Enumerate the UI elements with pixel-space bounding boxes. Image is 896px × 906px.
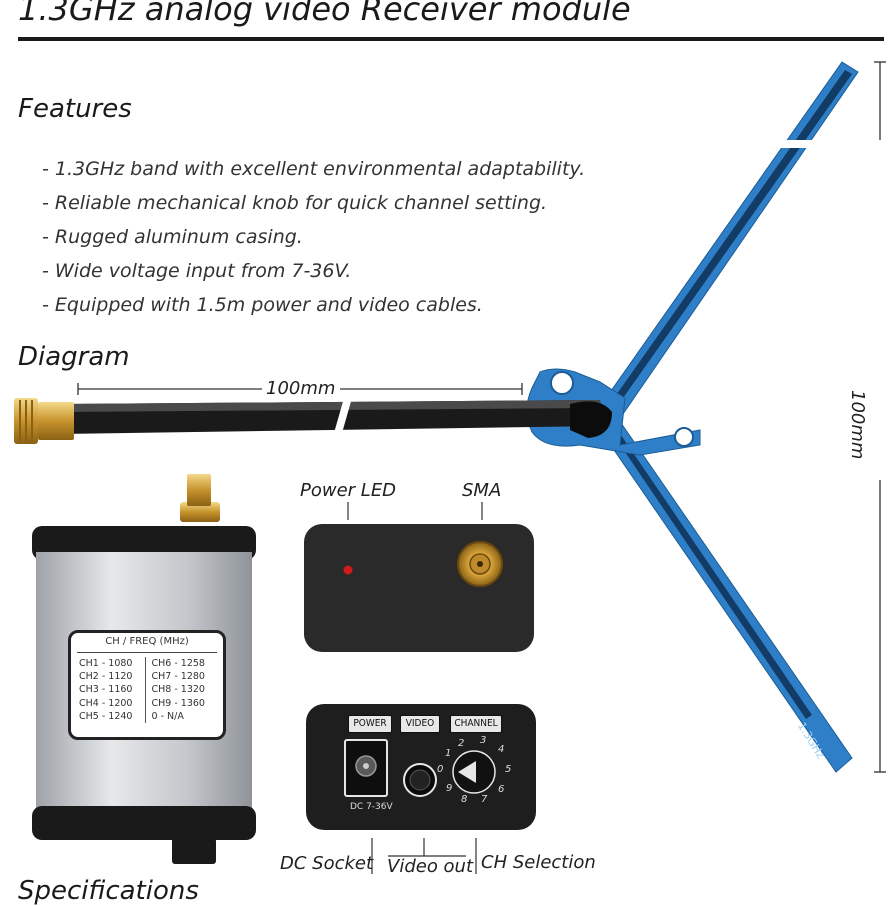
- page-title: 1.3GHz analog video Receiver module: [18, 0, 631, 28]
- dimension-label-horizontal: 100mm: [266, 378, 336, 399]
- diagram-heading: Diagram: [18, 342, 130, 372]
- feature-item: - 1.3GHz band with excellent environment…: [42, 158, 586, 180]
- channel-table-title: CH / FREQ (MHz): [77, 633, 217, 653]
- callout-power-led: Power LED: [300, 480, 397, 501]
- top-panel: [304, 524, 534, 652]
- channel-entry: CH6 - 1258: [151, 658, 205, 669]
- feature-item: - Reliable mechanical knob for quick cha…: [42, 192, 548, 214]
- callout-lines: [347, 502, 483, 874]
- cable-sma-connector: [14, 398, 74, 444]
- channel-entry: CH2 - 1120: [79, 671, 133, 683]
- features-list: - 1.3GHz band with excellent environment…: [42, 152, 585, 322]
- dimension-label-vertical: 100mm: [847, 390, 868, 460]
- title-underline: [18, 37, 884, 41]
- dial-number: 3: [480, 735, 487, 746]
- callout-dc-socket: DC Socket: [280, 853, 374, 874]
- antenna-band-label: 1.3GHz: [794, 720, 828, 761]
- channel-entry: CH7 - 1280: [151, 671, 205, 683]
- callout-sma: SMA: [462, 480, 502, 501]
- callout-ch-selection: CH Selection: [481, 852, 596, 873]
- dial-number: 6: [498, 784, 505, 795]
- panel-tag-power: POWER: [348, 715, 392, 733]
- channel-entry: CH4 - 1200: [79, 697, 133, 709]
- panel-tag-channel: CHANNEL: [450, 715, 502, 733]
- channel-entry: CH8 - 1320: [151, 684, 205, 696]
- dc-voltage-range: DC 7-36V: [350, 802, 393, 812]
- channel-entry: CH9 - 1360: [151, 697, 205, 709]
- specifications-heading: Specifications: [18, 876, 199, 906]
- antenna-hub: [526, 368, 701, 456]
- vertical-dimension-line: [874, 61, 886, 773]
- channel-table-column-left: CH1 - 1080 CH2 - 1120 CH3 - 1160 CH4 - 1…: [77, 657, 145, 723]
- antenna-arm-upper: [591, 61, 859, 431]
- channel-table-column-right: CH6 - 1258 CH7 - 1280 CH8 - 1320 CH9 - 1…: [144, 657, 218, 724]
- dial-number: 0: [437, 764, 444, 775]
- dial-number: 8: [461, 794, 468, 805]
- dial-number: 7: [481, 794, 488, 805]
- channel-entry: CH5 - 1240: [79, 710, 133, 722]
- feature-item: - Wide voltage input from 7-36V.: [42, 260, 352, 282]
- coax-cable: [60, 398, 612, 440]
- feature-item: - Equipped with 1.5m power and video cab…: [42, 294, 483, 316]
- channel-entry: CH3 - 1160: [79, 684, 133, 696]
- callout-video-out: Video out: [387, 856, 474, 877]
- features-heading: Features: [18, 94, 132, 124]
- dial-number: 5: [505, 764, 512, 775]
- channel-entry: 0 - N/A: [151, 710, 184, 722]
- channel-frequency-table: CH / FREQ (MHz) CH1 - 1080 CH2 - 1120 CH…: [68, 630, 226, 740]
- dial-number: 2: [458, 738, 465, 749]
- dial-number: 4: [498, 744, 505, 755]
- dial-number: 1: [445, 748, 452, 759]
- channel-entry: CH1 - 1080: [79, 658, 133, 669]
- feature-item: - Rugged aluminum casing.: [42, 226, 303, 248]
- dial-number: 9: [446, 783, 453, 794]
- antenna-arm-lower: [591, 409, 853, 773]
- panel-tag-video: VIDEO: [400, 715, 440, 733]
